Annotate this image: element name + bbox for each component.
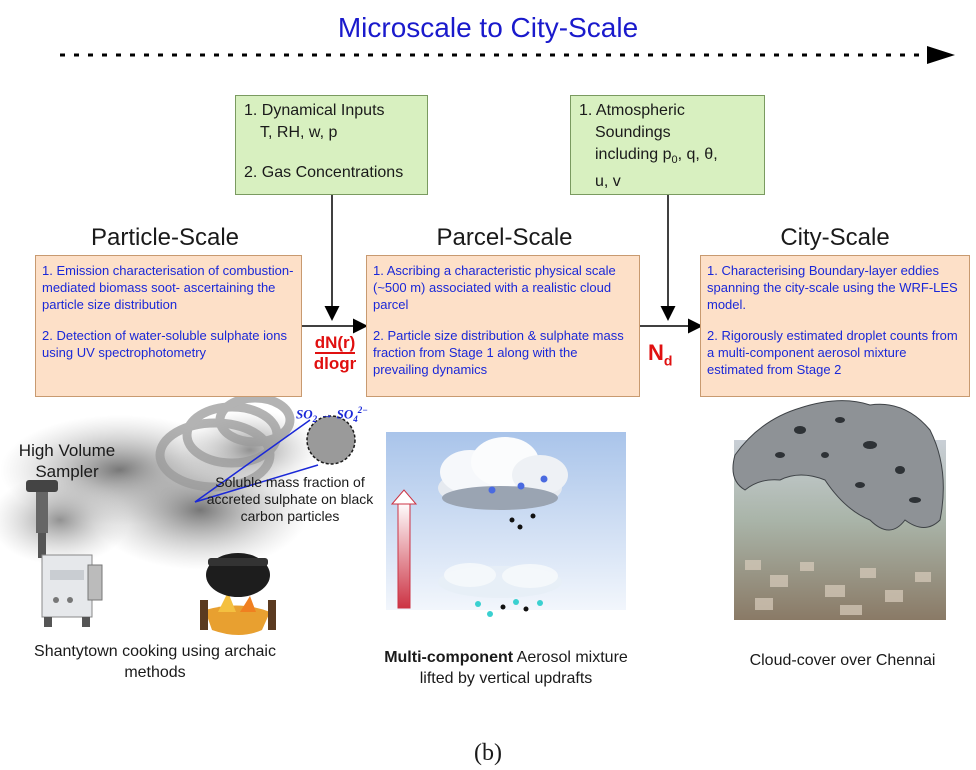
parcel-step-2: 2. Particle size distribution & sulphate… (373, 328, 624, 377)
stove-pot (200, 553, 276, 635)
atmospheric-soundings-box: 1. Atmospheric Soundings including p0, q… (570, 95, 765, 195)
upper-cloud (438, 437, 568, 510)
lower-cloud (438, 563, 562, 598)
city-scale-heading: City-Scale (780, 224, 890, 251)
particle-step-2: 2. Detection of water-soluble sulphate i… (42, 328, 287, 360)
soundings-line-1: 1. Atmospheric (579, 102, 685, 119)
droplet-count-label: Nd (648, 340, 673, 369)
updraft-arrow-shaft (397, 501, 411, 609)
size-distribution-label: dN(r) dlogr (304, 333, 366, 373)
parcel-scale-box: 1. Ascribing a characteristic physical s… (366, 255, 640, 397)
middle-caption: Multi-component Aerosol mixture lifted b… (384, 649, 628, 687)
diagram-title: Microscale to City-Scale (337, 12, 639, 43)
updraft-arrow-head (390, 489, 418, 505)
city-step-1: 1. Characterising Boundary-layer eddies … (707, 263, 958, 312)
size-distribution-denominator: dlogr (313, 354, 357, 373)
city-step-2: 2. Rigorously estimated droplet counts f… (707, 328, 958, 377)
right-caption: Cloud-cover over Chennai (749, 652, 936, 669)
size-distribution-numerator: dN(r) (314, 333, 356, 354)
black-carbon-particle (194, 415, 356, 503)
figure-label: (b) (474, 740, 502, 766)
left-caption: Shantytown cooking using archaic methods (34, 643, 276, 681)
soundings-line-3: including p0, q, θ, (595, 146, 718, 167)
soundings-line-4: u, v (595, 173, 621, 191)
dynamical-inputs-label: 1. Dynamical Inputs (244, 102, 385, 119)
city-scale-box: 1. Characterising Boundary-layer eddies … (700, 255, 970, 397)
parcel-scale-heading: Parcel-Scale (436, 224, 573, 251)
timeline-arrow (60, 46, 955, 64)
sampler-device (26, 480, 103, 627)
soluble-fraction-note: Soluble mass fraction of accreted sulpha… (206, 474, 374, 524)
les-cloud-cover (732, 400, 944, 531)
sampler-label: High Volume Sampler (18, 441, 116, 481)
soundings-line-2: Soundings (595, 124, 671, 141)
particle-scale-box: 1. Emission characterisation of combusti… (35, 255, 302, 397)
parcel-step-1: 1. Ascribing a characteristic physical s… (373, 263, 616, 312)
dynamical-inputs-box: 1. Dynamical Inputs T, RH, w, p 2. Gas C… (235, 95, 428, 195)
aerosol-panel (386, 432, 626, 617)
gas-concentrations-label: 2. Gas Concentrations (244, 164, 404, 181)
dynamical-inputs-variables: T, RH, w, p (260, 124, 338, 141)
particle-scale-heading: Particle-Scale (90, 224, 240, 251)
sulphate-reaction: SO2 → SO42− (296, 405, 368, 424)
particle-step-1: 1. Emission characterisation of combusti… (42, 263, 294, 312)
city-photo (732, 400, 946, 620)
